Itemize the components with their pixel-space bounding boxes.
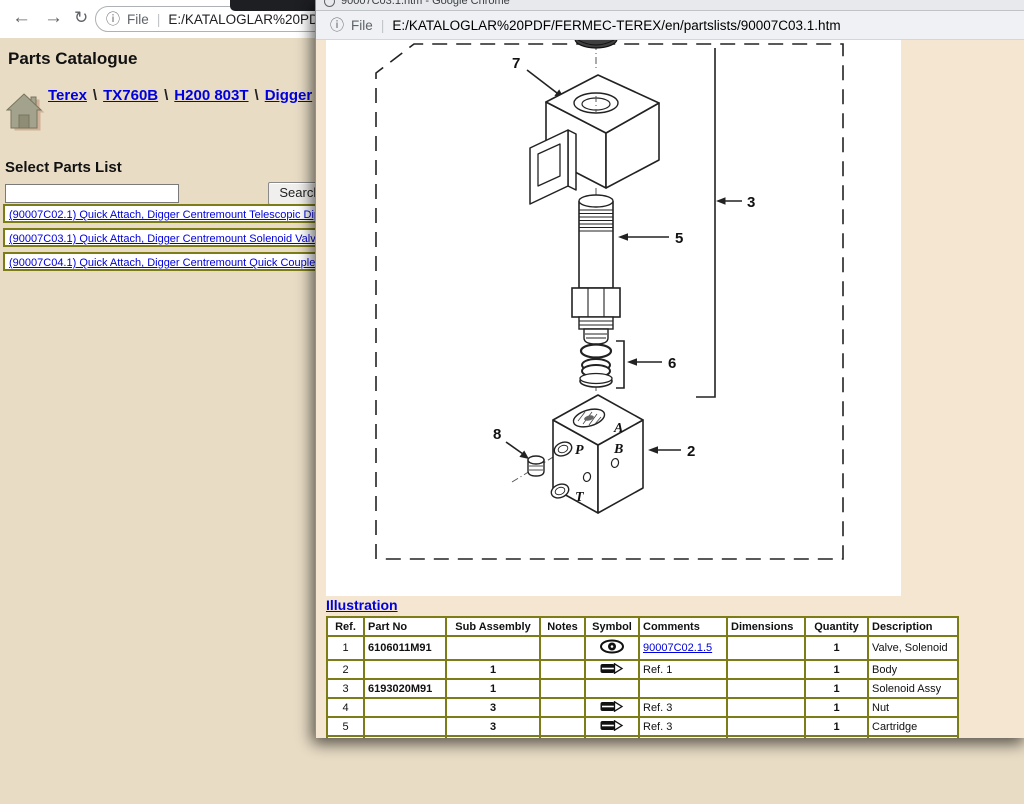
url-text: E:/KATALOGLAR%20PDF/ <box>168 12 330 27</box>
search-input[interactable] <box>5 184 179 203</box>
marker-icon <box>586 661 638 678</box>
o-rings <box>580 345 612 388</box>
plug-part <box>528 456 544 476</box>
callout-3: 3 <box>696 48 755 397</box>
table-row: 3 6193020M91 1 1 Solenoid Assy <box>328 680 957 697</box>
nut-part <box>575 40 617 48</box>
breadcrumb-link-tx760b[interactable]: TX760B <box>103 87 158 104</box>
parts-table: Ref. Part No Sub Assembly Notes Symbol C… <box>326 616 959 738</box>
parts-list-page: 7 <box>316 40 1024 738</box>
info-icon[interactable]: ⓘ <box>330 15 344 35</box>
cartridge-part <box>572 195 620 344</box>
parts-list-link-90007C04[interactable]: (90007C04.1) Quick Attach, Digger Centre… <box>9 257 323 269</box>
page-title: Parts Catalogue <box>8 49 137 69</box>
callout-2: 2 <box>648 443 695 460</box>
table-row: 5 3 Ref. 3 1 Cartridge <box>328 718 957 735</box>
illustration-panel: 7 <box>326 40 901 596</box>
forward-icon[interactable]: → <box>44 7 63 29</box>
table-row <box>328 737 957 738</box>
coil-connector <box>530 130 576 204</box>
parts-list-link-90007C02[interactable]: (90007C02.1) Quick Attach, Digger Centre… <box>9 209 323 221</box>
reload-icon[interactable]: ↻ <box>74 7 88 29</box>
background-tab-fragment <box>230 0 318 11</box>
svg-text:3: 3 <box>747 194 755 211</box>
marker-icon <box>586 718 638 735</box>
svg-text:5: 5 <box>675 230 683 247</box>
address-bar[interactable]: ⓘ File | E:/KATALOGLAR%20PDF/FERMEC-TERE… <box>316 11 1024 40</box>
illustration-link[interactable]: Illustration <box>326 597 398 613</box>
header-symbol: Symbol <box>586 618 638 635</box>
port-label-a: A <box>613 421 623 436</box>
callout-6: 6 <box>616 341 676 388</box>
parts-list-window: 90007C03.1.htm - Google Chrome ⓘ File | … <box>315 0 1024 738</box>
callout-5: 5 <box>618 230 683 247</box>
favicon <box>324 0 335 7</box>
breadcrumb-link-terex[interactable]: Terex <box>48 87 87 104</box>
header-description: Description <box>869 618 957 635</box>
header-quantity: Quantity <box>806 618 867 635</box>
address-divider: | <box>157 11 161 27</box>
port-label-p: P <box>575 443 584 458</box>
breadcrumb-link-digger[interactable]: Digger <box>265 87 313 104</box>
table-row: 4 3 Ref. 3 1 Nut <box>328 699 957 716</box>
table-row: 2 1 Ref. 1 1 Body <box>328 661 957 678</box>
select-parts-heading: Select Parts List <box>5 159 122 176</box>
callout-8: 8 <box>493 426 529 459</box>
svg-text:7: 7 <box>512 55 520 72</box>
header-part-no: Part No <box>365 618 445 635</box>
file-scheme-label: File <box>351 18 373 33</box>
parts-list-link-90007C03[interactable]: (90007C03.1) Quick Attach, Digger Centre… <box>9 233 322 245</box>
svg-text:8: 8 <box>493 426 501 443</box>
info-icon[interactable]: ⓘ <box>106 9 120 29</box>
window-title: 90007C03.1.htm - Google Chrome <box>316 0 1024 9</box>
header-ref: Ref. <box>328 618 363 635</box>
home-icon[interactable] <box>5 93 47 138</box>
breadcrumb: Terex\TX760B\H200 803T\Digger <box>48 87 312 104</box>
address-divider: | <box>381 17 385 33</box>
table-header-row: Ref. Part No Sub Assembly Notes Symbol C… <box>328 618 957 635</box>
svg-text:6: 6 <box>668 355 676 372</box>
url-text: E:/KATALOGLAR%20PDF/FERMEC-TEREX/en/part… <box>392 18 840 33</box>
comments-link[interactable]: 90007C02.1.5 <box>643 642 712 654</box>
header-sub-assembly: Sub Assembly <box>447 618 539 635</box>
header-comments: Comments <box>640 618 726 635</box>
port-label-t: T <box>575 490 585 505</box>
callout-7: 7 <box>512 55 564 98</box>
window-titlebar[interactable]: 90007C03.1.htm - Google Chrome <box>316 0 1024 11</box>
exploded-valve-diagram: 7 <box>326 40 901 596</box>
back-icon[interactable]: ← <box>12 7 31 29</box>
svg-text:2: 2 <box>687 443 695 460</box>
header-dimensions: Dimensions <box>728 618 804 635</box>
file-scheme-label: File <box>127 12 149 27</box>
port-label-b: B <box>613 442 623 457</box>
parts-list-item: (90007C03.1) Quick Attach, Digger Centre… <box>3 228 323 247</box>
parts-list-item: (90007C02.1) Quick Attach, Digger Centre… <box>3 204 323 223</box>
breadcrumb-link-h200[interactable]: H200 803T <box>174 87 248 104</box>
table-row: 1 6106011M91 90007C02.1.5 1 Valve, Solen… <box>328 637 957 659</box>
header-notes: Notes <box>541 618 584 635</box>
eye-icon <box>586 637 638 659</box>
marker-icon <box>586 699 638 716</box>
parts-list-item: (90007C04.1) Quick Attach, Digger Centre… <box>3 252 323 271</box>
